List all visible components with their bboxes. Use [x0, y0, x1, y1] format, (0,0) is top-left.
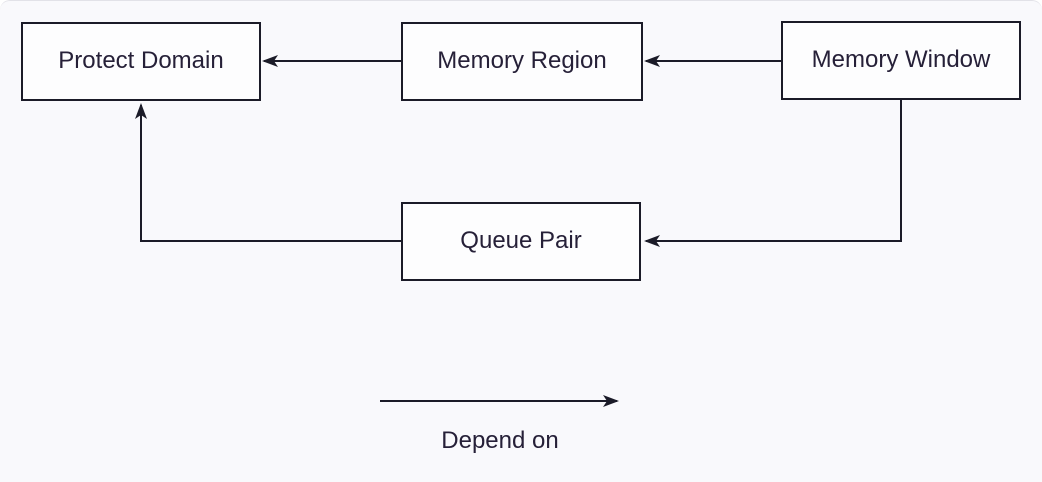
node-memory-region: Memory Region: [401, 22, 643, 101]
node-label: Memory Window: [811, 46, 991, 74]
node-protect-domain: Protect Domain: [21, 22, 261, 101]
node-label: Protect Domain: [58, 47, 224, 75]
node-label: Queue Pair: [460, 227, 582, 255]
node-memory-window: Memory Window: [781, 21, 1021, 100]
node-label: Memory Region: [437, 47, 607, 75]
edge-memory-window-to-queue-pair: [644, 100, 902, 247]
edge-queue-pair-to-protect-domain: [135, 103, 401, 242]
node-queue-pair: Queue Pair: [401, 202, 641, 281]
legend-label: Depend on: [441, 427, 559, 454]
